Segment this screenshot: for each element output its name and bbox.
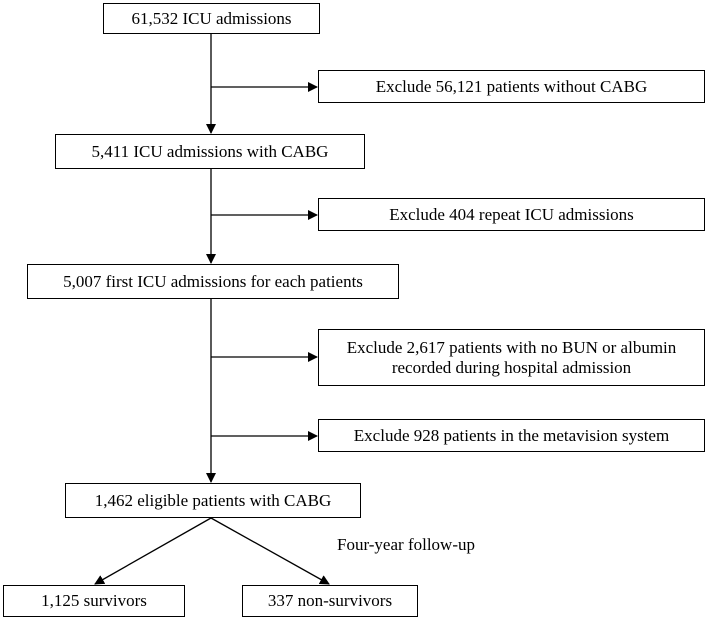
node-exclude-metavision: Exclude 928 patients in the metavision s… bbox=[318, 419, 705, 452]
arrow-eligible-to-survivors bbox=[94, 517, 212, 585]
node-exclude-no-bun-albumin: Exclude 2,617 patients with no BUN or al… bbox=[318, 329, 705, 386]
node-exclude-no-cabg: Exclude 56,121 patients without CABG bbox=[318, 70, 705, 103]
node-exclude-no-bun-line2: recorded during hospital admission bbox=[391, 357, 632, 377]
follow-up-label: Four-year follow-up bbox=[337, 535, 475, 554]
node-first-icu-admissions: 5,007 first ICU admissions for each pati… bbox=[27, 264, 399, 299]
node-eligible-patients: 1,462 eligible patients with CABG bbox=[65, 483, 361, 518]
arrow-eligible-to-non-survivors bbox=[210, 517, 330, 585]
node-exclude-no-bun-line1: Exclude 2,617 patients with no BUN or al… bbox=[346, 337, 677, 357]
node-survivors: 1,125 survivors bbox=[3, 585, 185, 617]
node-icu-admissions-with-cabg: 5,411 ICU admissions with CABG bbox=[55, 134, 365, 169]
node-icu-admissions: 61,532 ICU admissions bbox=[103, 3, 320, 34]
node-non-survivors: 337 non-survivors bbox=[242, 585, 418, 617]
node-exclude-repeat: Exclude 404 repeat ICU admissions bbox=[318, 198, 705, 231]
